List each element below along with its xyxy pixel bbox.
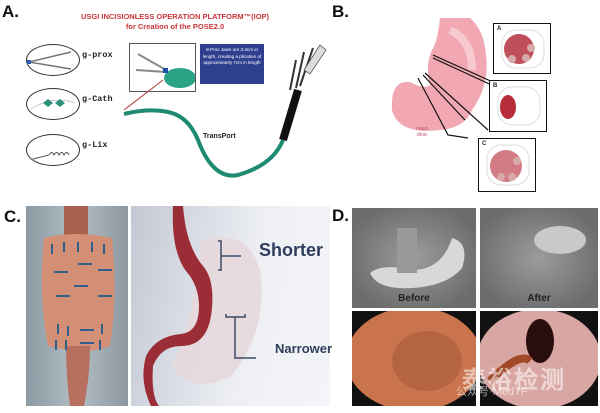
jaw-closeup-inset [129, 43, 196, 92]
panel-a-letter: A. [2, 2, 19, 21]
plicated-stomach-image [26, 206, 128, 406]
inset-b-tag: B [493, 83, 498, 89]
xray-after-contrast [534, 226, 586, 254]
credit-line-2: clinic [416, 132, 428, 138]
panel-a-title-line2: for Creation of the POSE2.0 [125, 22, 225, 31]
narrower-label: Narrower [275, 341, 333, 356]
plicated-stomach-illustration [41, 206, 115, 406]
jaw-info-box: 8-Prox Jaws are 3.3cm in length, creatin… [200, 44, 264, 84]
jaw-closeup-illustration [135, 53, 196, 88]
helix-icon [32, 152, 70, 160]
g-lix-image [26, 134, 80, 166]
g-prox-label: g-prox [82, 50, 113, 60]
panel-c-letter: C. [4, 207, 21, 226]
panel-a-title: USGI INCISIONLESS OPERATION PLATFORM™(IO… [60, 12, 290, 32]
credit-line-1: mayo [416, 126, 429, 132]
cross-section-c-image [486, 144, 530, 186]
cross-section-inset-c: C [478, 138, 536, 192]
shorter-label: Shorter [259, 240, 324, 260]
cross-section-a-image [501, 29, 545, 69]
forceps-icon [27, 51, 72, 70]
xray-after-image: After [480, 208, 598, 308]
cross-section-b-image [497, 86, 541, 126]
watermark-chinese: 泰裕检测 [462, 367, 566, 394]
g-prox-image [26, 44, 80, 76]
g-lix-label: g-Lix [82, 140, 108, 150]
catheter-icon [30, 99, 76, 110]
transport-label: TransPort [203, 133, 236, 140]
g-cath-label: g-Cath [82, 94, 113, 104]
endoscopy-before-view [352, 311, 476, 406]
sleeve-comparison-image [131, 206, 330, 406]
endoscopy-after-image [480, 311, 598, 406]
xray-before-contrast [370, 228, 465, 289]
cross-section-inset-b: B [489, 80, 547, 132]
transport-device-illustration [123, 44, 327, 178]
panel-b-letter: B. [332, 2, 349, 21]
sleeve-stomach-illustration [143, 206, 262, 406]
before-caption: Before [398, 293, 430, 304]
stomach-illustration [391, 18, 499, 139]
panel-d-letter: D. [332, 206, 349, 225]
inset-a-tag: A [497, 26, 502, 32]
xray-before-image: Before [352, 208, 476, 308]
endoscopy-before-image [352, 311, 476, 406]
mayo-clinic-credit: mayo clinic [416, 126, 428, 138]
inset-c-tag: C [482, 141, 487, 147]
endoscopy-after-view [480, 311, 598, 406]
g-cath-image [26, 88, 80, 120]
panel-a-title-line1: USGI INCISIONLESS OPERATION PLATFORM™(IO… [80, 12, 270, 21]
watermark-sub: 公众号·MedTF [456, 386, 528, 398]
cross-section-inset-a: A [493, 23, 551, 74]
after-caption: After [527, 293, 551, 304]
